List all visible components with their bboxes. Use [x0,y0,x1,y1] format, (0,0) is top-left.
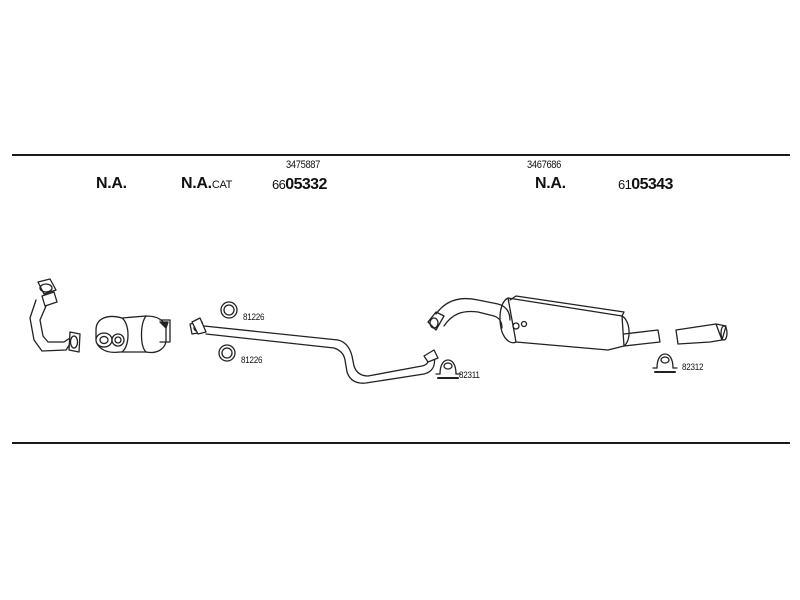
clamp-ref-rear: 82312 [682,362,704,373]
ring-ref-upper: 81226 [243,312,265,323]
top-divider [12,154,790,156]
bottom-divider [12,442,790,444]
catalytic-converter-icon [95,315,171,354]
pipe-clamp-icon [435,353,678,379]
intermediate-pipe-icon [191,317,439,384]
rear-silencer-icon [427,295,661,351]
na-label-1: N.A. [96,175,127,192]
na-cat-label: N.A.CAT [181,176,232,192]
part-number-1-main: 05332 [285,176,327,193]
ring-ref-lower: 81226 [241,355,263,366]
clamp-ref-mid: 82311 [459,370,480,381]
part-number-2: 6105343 [618,177,673,193]
part-number-2-main: 05343 [631,176,673,193]
sealing-ring-icon [218,301,238,362]
part-code-1: 3475887 [286,159,321,171]
part-number-2-prefix: 61 [618,177,632,192]
part-number-1-prefix: 66 [272,177,286,192]
cat-label: CAT [211,179,233,191]
na-label-2: N.A. [181,175,212,192]
front-pipe-icon [29,278,81,353]
tail-pipe-icon [675,323,728,345]
na-label-3: N.A. [535,175,566,192]
part-number-1: 6605332 [272,177,327,193]
part-code-2: 3467686 [527,159,562,171]
